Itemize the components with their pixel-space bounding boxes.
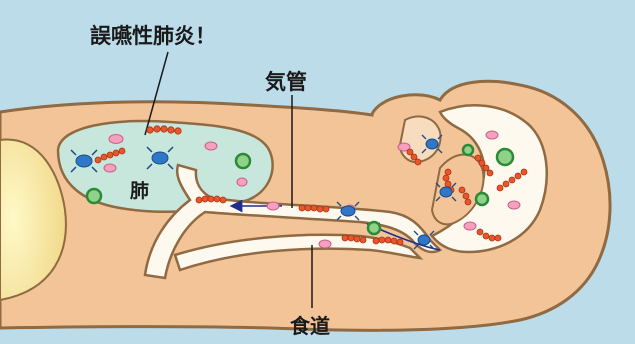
esophagus-label: 食道 [290,310,330,339]
bacterium-pink [486,131,498,139]
lung-label: 肺 [130,176,149,203]
bacterium-green [497,149,513,165]
bacterium-green [87,189,101,203]
bacterium-chain [196,196,226,203]
bacterium-pink [104,164,116,172]
bacterium-pink [464,222,476,230]
bacterium-pink [508,201,520,209]
bacterium-pink [267,202,279,210]
trachea-label: 気管 [265,66,307,96]
bacterium-chain [299,205,329,212]
bacterium-green [368,222,380,234]
bacterium-green [463,145,473,155]
bacterium-green [236,154,250,168]
bacterium-pink [319,240,331,248]
bacterium-pink [109,135,123,144]
bacterium-pink [205,142,217,150]
diagram-title: 誤嚥性肺炎！ [90,20,216,50]
bacterium-pink [237,178,247,186]
bacterium-green [476,193,488,205]
